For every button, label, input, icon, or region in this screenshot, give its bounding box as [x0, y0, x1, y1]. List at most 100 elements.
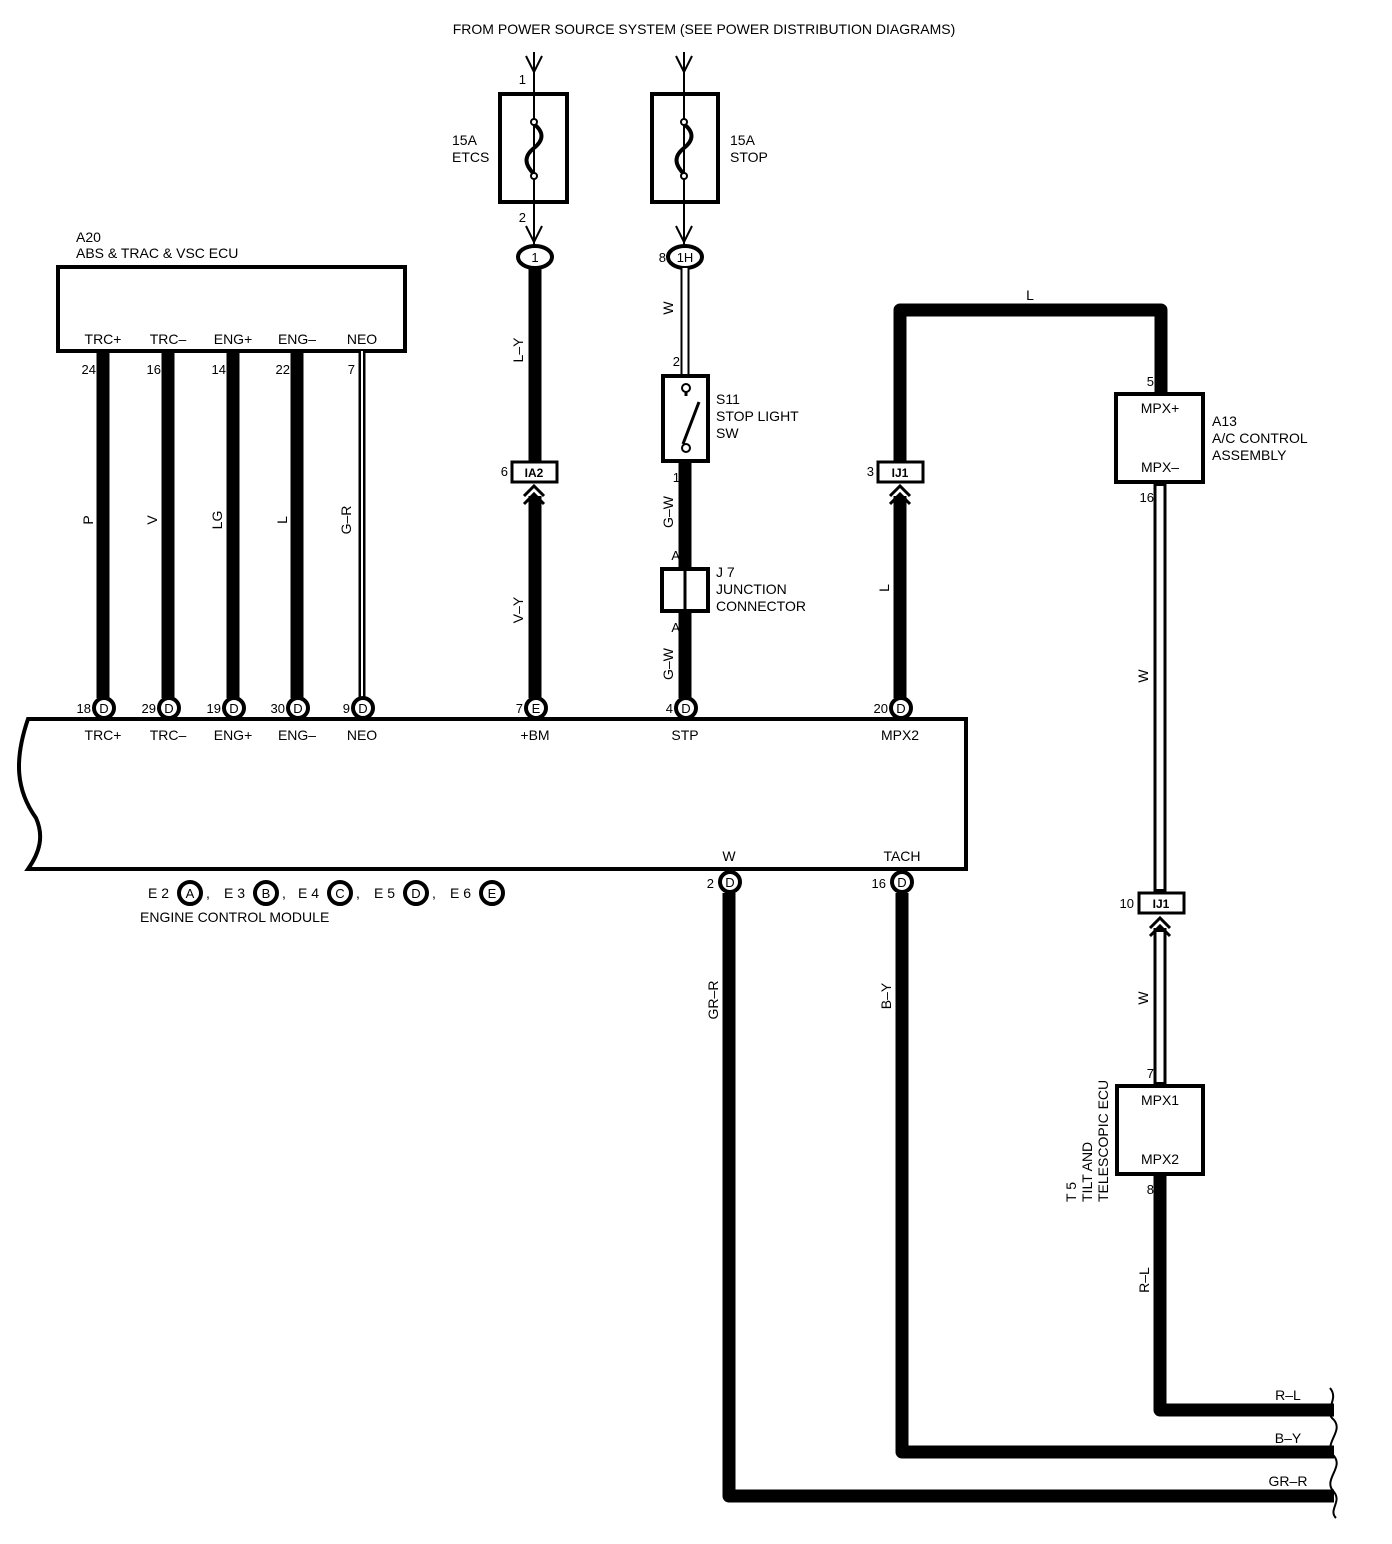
- abs-pin-22: 22: [276, 362, 290, 377]
- ecm-terminal-label: +BM: [520, 727, 549, 743]
- ecm-pin-conn-letter: D: [896, 701, 905, 716]
- ecm-connector-badge: [327, 880, 353, 906]
- j7-line1: JUNCTION: [716, 581, 787, 597]
- ecm-pin-number: 19: [207, 701, 221, 716]
- a13-code: A13: [1212, 413, 1237, 429]
- ecm-output-wires: W TACH 2 16 D D GR–R B–Y: [705, 848, 1334, 1503]
- ecm-pin-number: 7: [516, 701, 523, 716]
- ecm-terminal-label: TRC+: [85, 727, 122, 743]
- ecm-connector-code: E 5: [374, 885, 395, 901]
- s11-line1: STOP LIGHT: [716, 408, 799, 424]
- wire-b-y: [895, 893, 1334, 1459]
- abs-term-trc-minus: TRC–: [150, 331, 187, 347]
- s11-pin-bottom: 1: [673, 470, 680, 485]
- engine-control-module: [17, 717, 968, 871]
- ecm-pin-number: 4: [666, 701, 673, 716]
- ecm-pin-connector: [286, 696, 310, 720]
- ij1-lower-pin: 10: [1120, 896, 1134, 911]
- ecm-name: ENGINE CONTROL MODULE: [140, 909, 329, 925]
- abs-pin-16: 16: [147, 362, 161, 377]
- wire-label-gr-r: GR–R: [705, 981, 721, 1020]
- wire-label-b-y: B–Y: [878, 982, 894, 1009]
- ecm-connector-letter: B: [262, 886, 271, 901]
- a13-pin-top: 5: [1147, 374, 1154, 389]
- etcs-fuse-name: ETCS: [452, 149, 489, 165]
- exit-label-b-y: B–Y: [1275, 1430, 1302, 1446]
- j7-line2: CONNECTOR: [716, 598, 806, 614]
- abs-term-trc-plus: TRC+: [85, 331, 122, 347]
- abs-term-eng-minus: ENG–: [278, 331, 316, 347]
- wire-r-l: [1153, 1174, 1334, 1417]
- j7-code: J 7: [716, 564, 735, 580]
- ecm-connector-badge: [479, 880, 505, 906]
- wire-label-r-l: R–L: [1136, 1267, 1152, 1293]
- ecm-pin-number: 18: [77, 701, 91, 716]
- stop-connector-label: 1H: [677, 250, 694, 265]
- ecm-connector-badge: [253, 880, 279, 906]
- abs-term-neo: NEO: [347, 331, 377, 347]
- ecm-term-tach: TACH: [883, 848, 920, 864]
- t5-box: [1115, 1084, 1205, 1176]
- ecm-connector-letter: E: [488, 886, 497, 901]
- ecm-pin-conn-letter: D: [293, 701, 302, 716]
- ecm-connector-letter: C: [335, 886, 344, 901]
- ecm-connector-separator: ,: [206, 885, 210, 901]
- ij1-lower-label: IJ1: [1153, 897, 1170, 911]
- ecm-terminal-label: TRC–: [150, 727, 187, 743]
- ecm-terminal-label: MPX2: [881, 727, 919, 743]
- wire-label-w-mpx-lower: W: [1135, 991, 1151, 1005]
- ecm-term-w: W: [722, 848, 736, 864]
- ecm-pin-2-connector: [718, 870, 742, 894]
- etcs-connector-label: 1: [531, 250, 538, 265]
- wire-label-l-y: L–Y: [510, 337, 526, 363]
- t5-term-mpx1: MPX1: [1141, 1092, 1179, 1108]
- s11-pin-top: 2: [673, 354, 680, 369]
- ij1-upper-label: IJ1: [892, 466, 909, 480]
- etcs-fuse-box: [498, 92, 569, 204]
- ecm-pin-connector: [157, 696, 181, 720]
- ij1-lower-connector: [1137, 891, 1186, 915]
- abs-ecu-code: A20: [76, 229, 101, 245]
- abs-pin-14: 14: [212, 362, 226, 377]
- ecm-pin-conn-letter: E: [532, 701, 541, 716]
- a13-pin-bottom: 16: [1140, 490, 1154, 505]
- ia2-label: IA2: [525, 466, 544, 480]
- abs-wires: P V LG L G–R: [80, 351, 366, 698]
- ecm-pin-connector: [524, 696, 548, 720]
- wire-label-g-w-2: G–W: [660, 647, 676, 680]
- ecm-box: [17, 717, 968, 871]
- abs-trac-vsc-ecu: A20 ABS & TRAC & VSC ECU TRC+ TRC– ENG+ …: [56, 229, 407, 377]
- ij1-upper-connector: [876, 460, 925, 484]
- wire-label-w-mpx-upper: W: [1135, 669, 1151, 683]
- t5-pin-top: 7: [1147, 1066, 1154, 1081]
- wire-label-p: P: [80, 515, 96, 524]
- ecm-pin-connector: [889, 696, 913, 720]
- ecm-pin-connector: [222, 696, 246, 720]
- wire-label-lg: LG: [209, 511, 225, 530]
- wire-l-loop: [893, 303, 1168, 462]
- stop-fuse-rating: 15A: [730, 132, 756, 148]
- s11-code: S11: [716, 391, 740, 407]
- ecm-connector-code: E 2: [148, 885, 169, 901]
- ecm-connector-badge: [177, 880, 203, 906]
- t5-pin-bottom: 8: [1147, 1182, 1154, 1197]
- a13-line1: A/C CONTROL: [1212, 430, 1308, 446]
- stop-fuse-symbol: [674, 122, 694, 176]
- ecm-pin-conn-letter: D: [358, 701, 367, 716]
- etcs-fuse-circuit: 1 15A ETCS 2 1 L–Y 6 IA2 V–Y: [452, 52, 569, 698]
- ecm-pin-connector: [92, 696, 116, 720]
- ecm-pin-connector: [351, 696, 375, 720]
- ecm-terminal-label: STP: [671, 727, 698, 743]
- abs-pin-7: 7: [348, 362, 355, 377]
- ecm-terminal-label: NEO: [347, 727, 377, 743]
- a13-term-mpx-minus: MPX–: [1141, 459, 1179, 475]
- etcs-fuse-rating: 15A: [452, 132, 478, 148]
- ecm-pin-16-conn: D: [897, 875, 906, 890]
- power-source-label: FROM POWER SOURCE SYSTEM (SEE POWER DIST…: [453, 21, 955, 37]
- abs-ecu-name: ABS & TRAC & VSC ECU: [76, 245, 238, 261]
- ecm-connector-letter: A: [186, 886, 195, 901]
- mpx-bus: L 3 IJ1 L 5 MPX+ MPX– A13 A/C CONTROL AS…: [867, 287, 1334, 1417]
- exit-label-r-l: R–L: [1275, 1387, 1301, 1403]
- wire-label-v-y: V–Y: [510, 596, 526, 623]
